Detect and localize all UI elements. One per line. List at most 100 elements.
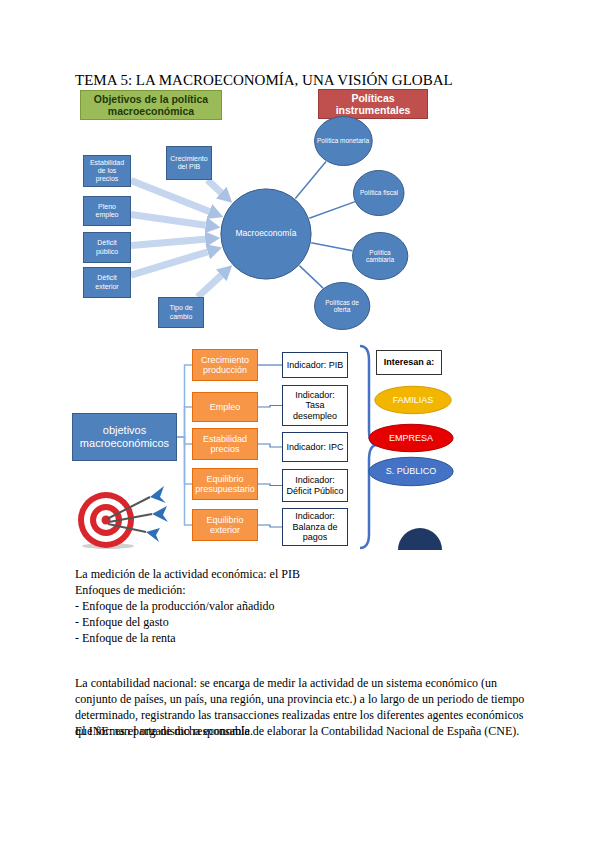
node-text: Políticas instrumentales	[322, 92, 424, 116]
connector-line	[258, 484, 282, 486]
stakeholder-ellipse: S. PÚBLICO	[368, 457, 454, 486]
node-text: Indicador: Tasa desempleo	[286, 390, 344, 421]
node-text: Crecimiento del PIB	[170, 155, 208, 171]
shape-fill	[375, 386, 451, 413]
node-text: Política cambiaria	[355, 249, 405, 264]
shape-fill	[354, 170, 404, 215]
dart	[109, 514, 152, 522]
objective-box: Estabilidad precios	[192, 428, 258, 460]
node-text: Indicador: PIB	[287, 360, 344, 370]
objective-box: Crecimiento del PIB	[166, 146, 212, 180]
objective-box: Crecimiento producción	[192, 349, 258, 381]
shape-fill	[221, 189, 311, 279]
node-text: Equilibrio presupuestario	[195, 474, 255, 495]
target-ring	[96, 510, 116, 530]
node-text: Estabilidad de los precios	[87, 159, 127, 183]
node-text: Déficit público	[87, 239, 127, 255]
connector-line	[258, 406, 282, 408]
node-text: Pleno empleo	[87, 203, 127, 219]
connector-arrow	[131, 239, 205, 245]
shape-fill	[369, 457, 453, 485]
connector-arrow	[131, 252, 208, 275]
objective-box: Déficit público	[83, 232, 131, 263]
body-text: La medición de la actividad económica: e…	[75, 566, 555, 582]
connector-line	[258, 444, 282, 447]
connector-arrow	[207, 180, 221, 193]
node-text: Indicador: Balanza de pagos	[286, 511, 344, 542]
body-text: - Enfoque del gasto	[75, 614, 555, 630]
stakeholder-ellipse: EMPRESA	[368, 424, 454, 452]
node-text: Objetivos de la política macroeconómica	[84, 93, 218, 117]
node-text: Políticas de oferta	[317, 299, 367, 314]
objective-box: Equilibrio presupuestario	[192, 468, 258, 500]
node-text: Interesan a:	[384, 357, 435, 367]
node-text: S. PÚBLICO	[386, 466, 437, 476]
node-text: Déficit exterior	[87, 274, 127, 290]
objective-box: Estabilidad de los precios	[83, 155, 131, 187]
page-title: TEMA 5: LA MACROECONOMÍA, UNA VISIÓN GLO…	[75, 71, 545, 89]
dartboard-illustration	[78, 486, 168, 549]
connector-line	[177, 365, 192, 437]
node-text: Macroeconomía	[236, 229, 297, 239]
connector-line	[311, 243, 352, 251]
body-text: - Enfoque de la renta	[75, 630, 555, 646]
center-circle: Macroeconomía	[220, 188, 312, 280]
dart-flight	[152, 506, 168, 522]
node-text: Estabilidad precios	[196, 434, 254, 455]
indicator-box: Indicador: Déficit Público	[282, 469, 348, 502]
indicator-box: Indicador: PIB	[282, 352, 348, 378]
policy-circle: Política monetaria	[314, 116, 373, 166]
objective-box: Equilibrio exterior	[192, 509, 258, 541]
node-text: Crecimiento producción	[196, 355, 254, 376]
policy-circle: Política cambiaria	[352, 232, 408, 280]
node-text: objetivos macroeconómicos	[76, 424, 173, 449]
shape-fill	[352, 232, 407, 279]
node-text: Indicador: Déficit Público	[286, 475, 344, 496]
policy-circle: Políticas de oferta	[314, 282, 370, 330]
objective-box: Tipo de cambio	[158, 297, 204, 328]
connector-line	[177, 407, 192, 437]
shape-fill	[314, 117, 372, 166]
dart-flight	[146, 528, 160, 542]
decorative-circle	[398, 528, 442, 550]
node-text: Indicador: IPC	[286, 442, 343, 452]
node-text: EMPRESA	[389, 433, 433, 443]
body-text: Enfoques de medición:	[75, 582, 555, 598]
node-text: Equilibrio exterior	[196, 515, 254, 536]
shape-fill	[314, 282, 369, 329]
dart	[108, 524, 146, 532]
node-text: Política monetaria	[317, 137, 369, 144]
connector-line	[258, 525, 282, 527]
connector-arrow	[131, 181, 209, 212]
root-box: objetivos macroeconómicos	[72, 413, 177, 461]
objective-box: Déficit exterior	[83, 267, 131, 298]
shape-fill	[369, 424, 453, 451]
objective-box: Pleno empleo	[83, 196, 131, 226]
indicator-box: Indicador: Balanza de pagos	[282, 508, 348, 546]
target-ring	[78, 492, 134, 548]
connector-line	[295, 161, 326, 198]
header-box: Objetivos de la política macroeconómica	[80, 90, 222, 120]
connector-arrow	[131, 214, 206, 225]
node-text: Tipo de cambio	[162, 304, 200, 320]
connector-line	[309, 202, 355, 219]
curly-bracket	[360, 346, 377, 548]
stakeholder-ellipse: FAMILIAS	[374, 386, 452, 414]
heading-box: Interesan a:	[376, 350, 442, 375]
connector-arrow	[198, 275, 221, 297]
node-text: Política fiscal	[360, 189, 398, 196]
body-text: El INE: es el organismo responsable de e…	[75, 723, 555, 739]
dart-flight	[150, 486, 166, 503]
policy-circle: Política fiscal	[353, 170, 405, 216]
node-text: Empleo	[210, 402, 241, 412]
node-text: FAMILIAS	[393, 395, 434, 405]
indicator-box: Indicador: IPC	[282, 432, 348, 462]
header-box: Políticas instrumentales	[318, 89, 428, 119]
indicator-box: Indicador: Tasa desempleo	[282, 385, 348, 426]
body-text: - Enfoque de la producción/valor añadido	[75, 598, 555, 614]
objective-box: Empleo	[192, 392, 258, 422]
connector-line	[299, 266, 323, 289]
connector-line	[177, 437, 192, 525]
connector-line	[258, 364, 282, 365]
